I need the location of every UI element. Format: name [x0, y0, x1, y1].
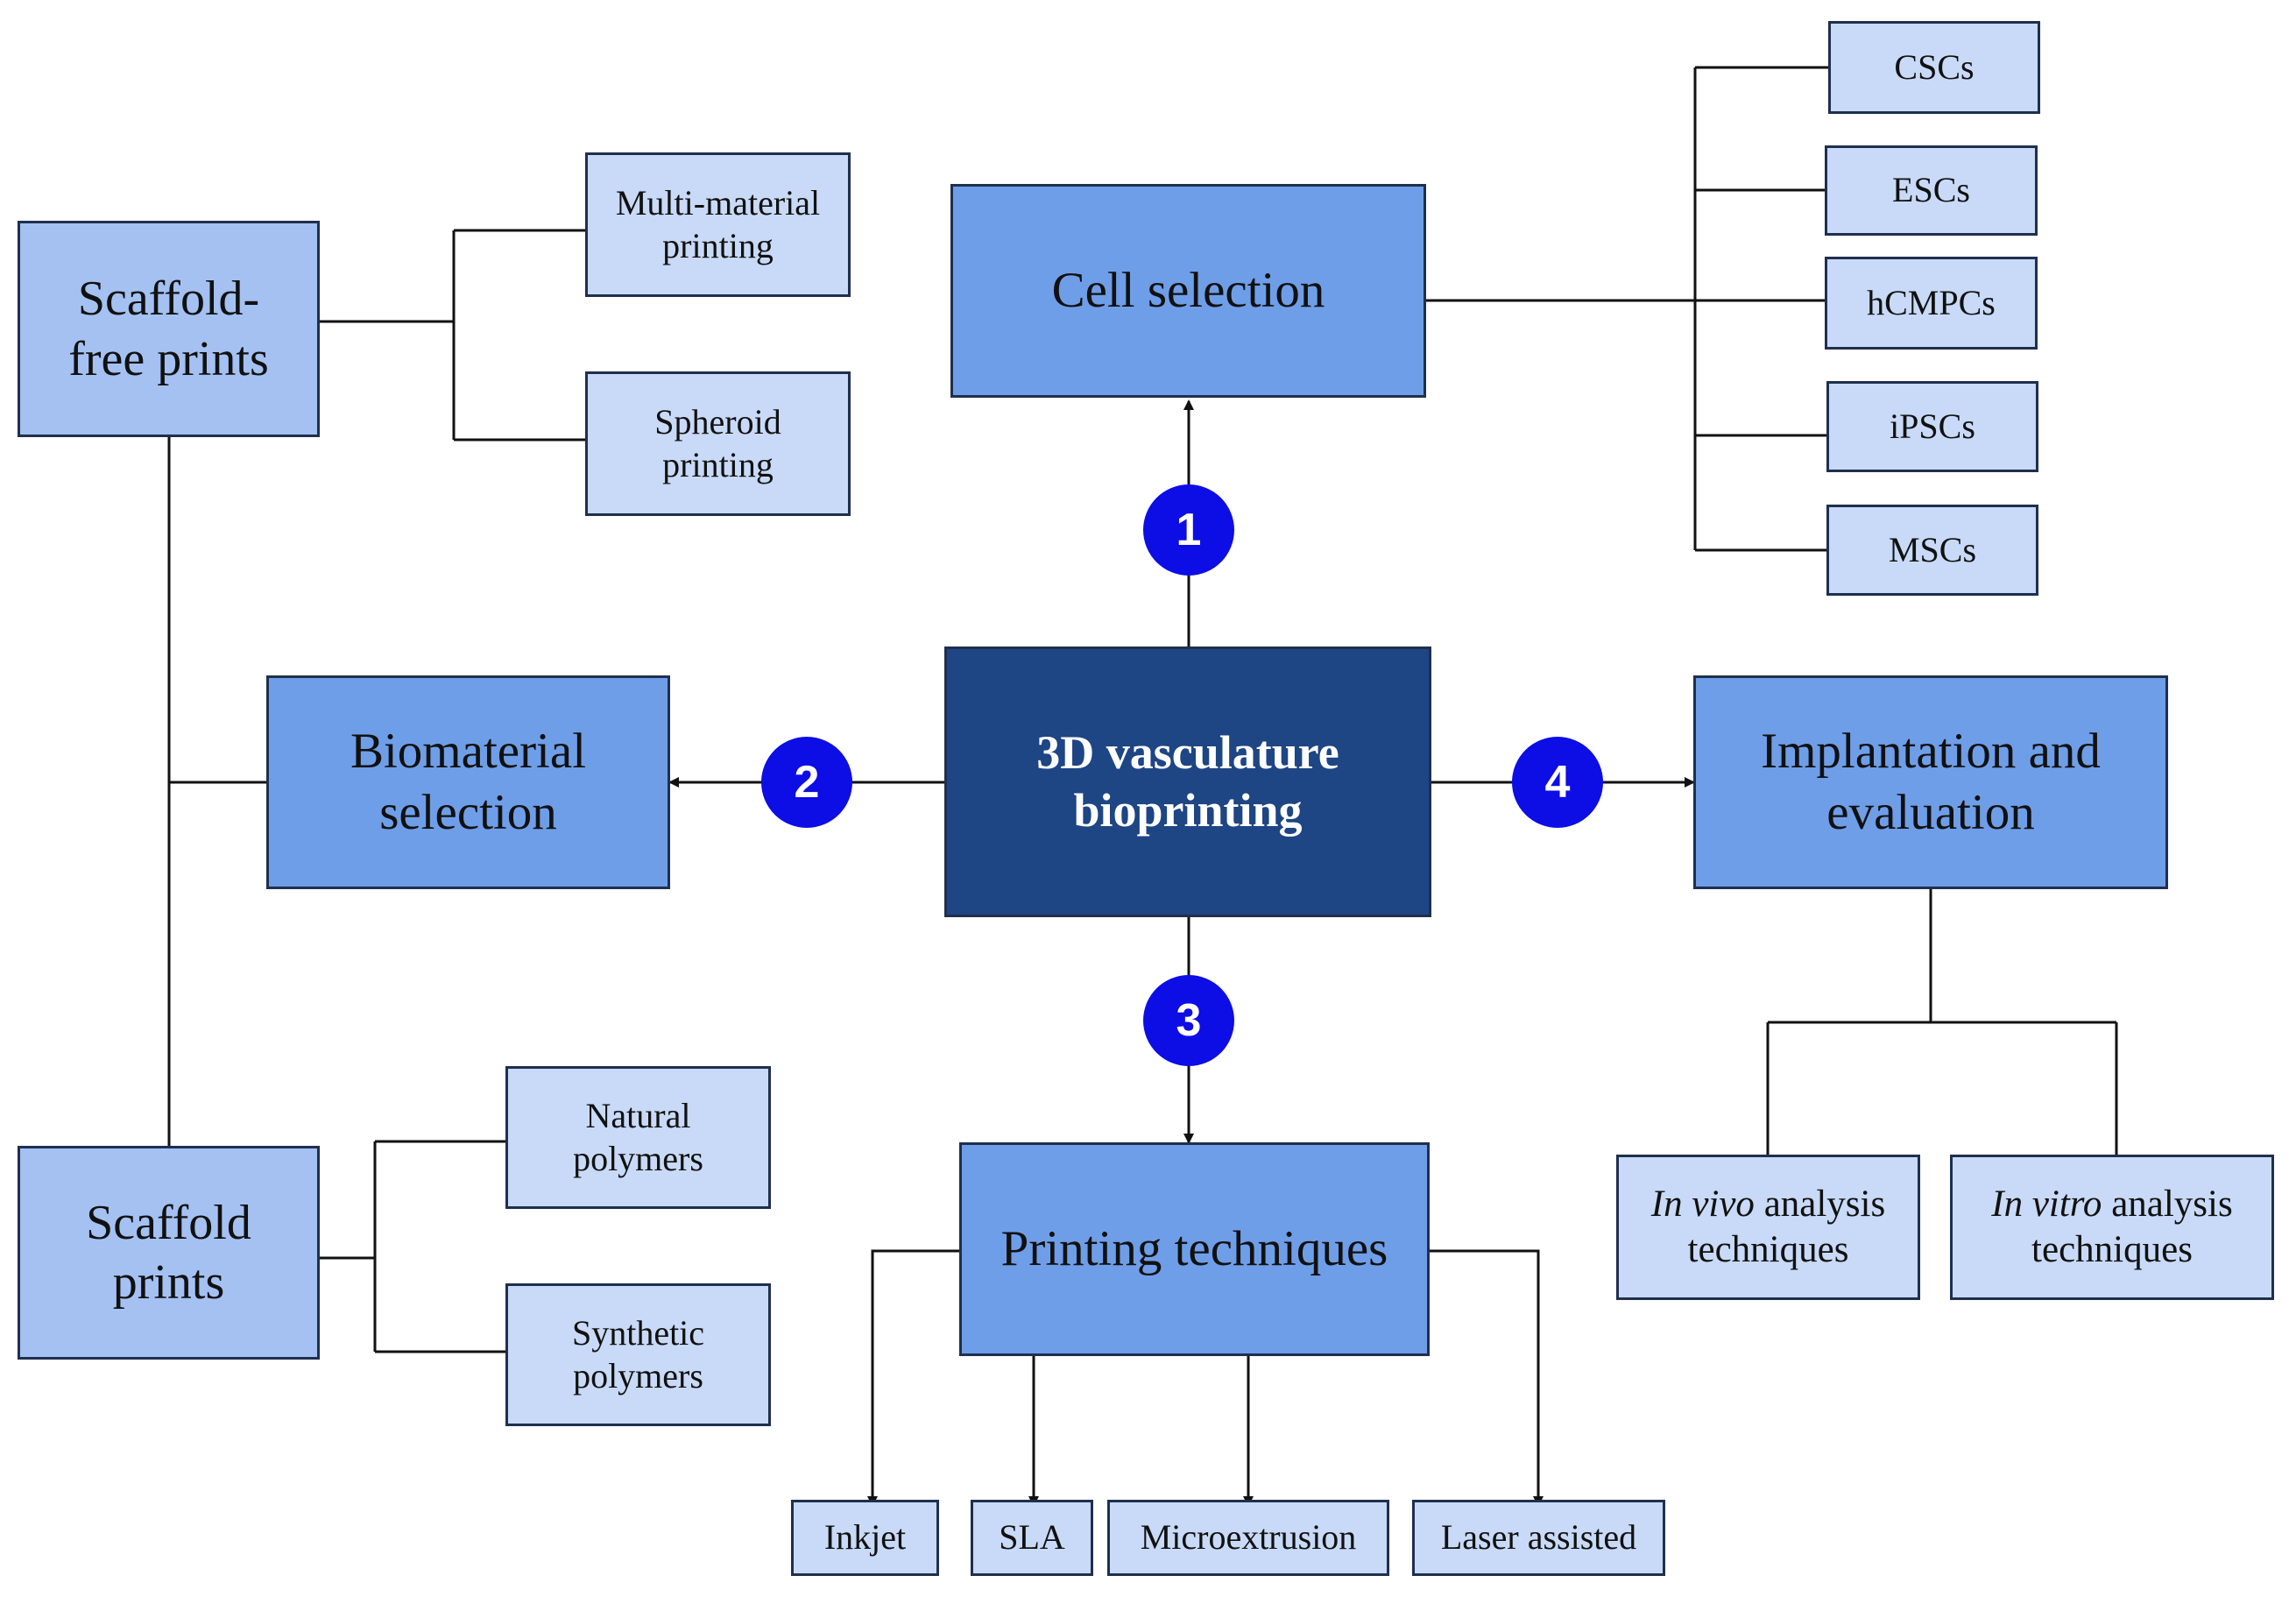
- option-line2: polymers: [573, 1355, 703, 1395]
- step-2-badge: 2: [761, 737, 852, 828]
- printing-method-box: SLA: [971, 1500, 1093, 1576]
- printing-techniques-title: Printing techniques: [1000, 1221, 1388, 1277]
- biomaterial-title-line1: Biomaterial: [350, 724, 587, 780]
- printing-techniques-box: Printing techniques: [959, 1142, 1430, 1356]
- scaffold-free-line1: Scaffold-: [77, 272, 260, 327]
- step-number: 4: [1544, 757, 1571, 808]
- scaffold-prints-box: Scaffold prints: [18, 1146, 320, 1360]
- cell-type-label: iPSCs: [1890, 406, 1975, 446]
- biomaterial-selection-box: Biomaterial selection: [266, 675, 670, 889]
- analysis-rest: analysis: [1754, 1183, 1886, 1225]
- spheroid-printing-box: Spheroid printing: [585, 371, 851, 516]
- printing-method-label: SLA: [999, 1517, 1065, 1558]
- option-line2: printing: [662, 444, 774, 484]
- option-line1: Synthetic: [571, 1312, 705, 1353]
- implantation-title-line2: evaluation: [1826, 785, 2035, 840]
- step-4-badge: 4: [1512, 737, 1603, 828]
- step-number: 2: [794, 757, 820, 808]
- analysis-line2: techniques: [2031, 1229, 2193, 1270]
- cell-type-box: hCMPCs: [1825, 257, 2038, 350]
- step-number: 1: [1176, 505, 1202, 555]
- step-1-badge: 1: [1143, 484, 1234, 576]
- cell-selection-title: Cell selection: [1051, 263, 1325, 319]
- option-line2: printing: [662, 225, 774, 265]
- hub-title-line2: bioprinting: [1073, 783, 1303, 837]
- printing-method-box: Inkjet: [791, 1500, 939, 1576]
- analysis-bracket: [1766, 887, 2118, 1155]
- hub-box: 3D vasculature bioprinting: [944, 647, 1431, 917]
- natural-polymers-box: Natural polymers: [505, 1066, 771, 1209]
- scaffold-type-spine: [167, 437, 266, 1146]
- scaffold-free-bracket: [320, 229, 585, 442]
- cell-type-label: ESCs: [1892, 170, 1970, 210]
- cell-type-box: ESCs: [1825, 145, 2038, 236]
- synthetic-polymers-box: Synthetic polymers: [505, 1283, 771, 1426]
- option-line1: Spheroid: [654, 401, 781, 442]
- scaffold-free-prints-box: Scaffold- free prints: [18, 221, 320, 437]
- printing-method-label: Microextrusion: [1140, 1517, 1357, 1558]
- printing-method-label: Laser assisted: [1440, 1517, 1637, 1558]
- cell-type-box: CSCs: [1828, 21, 2040, 114]
- printing-method-label: Inkjet: [823, 1517, 907, 1558]
- cell-type-box: iPSCs: [1826, 381, 2038, 472]
- scaffold-free-line2: free prints: [68, 331, 269, 386]
- option-line1: Multi-material: [615, 182, 821, 223]
- in-vivo-analysis-box: In vivo analysis techniques: [1616, 1155, 1920, 1300]
- option-line2: polymers: [573, 1138, 703, 1178]
- implantation-evaluation-box: Implantation and evaluation: [1693, 675, 2168, 889]
- multi-material-printing-box: Multi-material printing: [585, 152, 851, 297]
- analysis-line2: techniques: [1687, 1229, 1849, 1270]
- step-3-badge: 3: [1143, 975, 1234, 1066]
- scaffold-bracket: [320, 1140, 505, 1353]
- analysis-italic: In vivo: [1650, 1183, 1755, 1225]
- option-line1: Natural: [585, 1095, 691, 1135]
- implantation-title-line1: Implantation and: [1761, 724, 2101, 780]
- cell-type-label: MSCs: [1888, 529, 1977, 569]
- analysis-italic: In vitro: [1991, 1183, 2102, 1225]
- cell-type-label: hCMPCs: [1867, 282, 1996, 322]
- scaffold-line1: Scaffold: [86, 1195, 251, 1250]
- hub-title-line1: 3D vasculature: [1036, 725, 1339, 779]
- in-vitro-analysis-box: In vitro analysis techniques: [1950, 1155, 2274, 1300]
- cell-type-box: MSCs: [1826, 505, 2038, 596]
- biomaterial-title-line2: selection: [379, 785, 557, 840]
- analysis-rest: analysis: [2102, 1183, 2233, 1225]
- scaffold-line2: prints: [112, 1255, 225, 1310]
- printing-method-box: Microextrusion: [1107, 1500, 1389, 1576]
- cell-selection-box: Cell selection: [950, 184, 1426, 398]
- printing-method-box: Laser assisted: [1412, 1500, 1665, 1576]
- step-number: 3: [1176, 995, 1202, 1046]
- cell-types-bracket: [1426, 66, 1828, 552]
- cell-type-label: CSCs: [1894, 46, 1975, 87]
